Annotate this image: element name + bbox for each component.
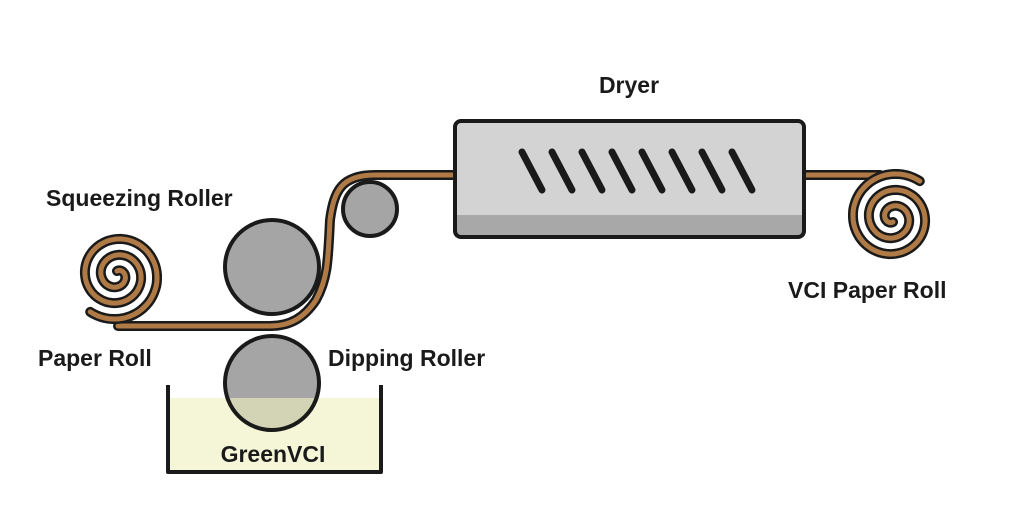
dryer-vents: [518, 148, 756, 194]
dryer-vent-slash: [668, 148, 696, 194]
dryer-vent-slash: [728, 148, 756, 194]
dryer-vent-slash: [608, 148, 636, 194]
dryer: [453, 119, 806, 239]
dip-tank: [166, 385, 383, 474]
green-vci-liquid: [168, 398, 381, 472]
squeezing-roller: [223, 218, 321, 316]
dryer-vent-slash: [638, 148, 666, 194]
paper-roll-spiral-fill: [82, 236, 160, 322]
dryer-vent-slash: [698, 148, 726, 194]
paper-strip-fill: [115, 172, 458, 329]
vci-paper-roll-spiral: [848, 169, 931, 260]
dipping-roller-label: Dipping Roller: [328, 345, 485, 371]
dryer-bottom-band: [455, 215, 804, 237]
paper-roll-label: Paper Roll: [38, 345, 152, 371]
dryer-vent-slash: [548, 148, 576, 194]
squeezing-roller-label: Squeezing Roller: [46, 185, 233, 211]
vci-paper-roll-label: VCI Paper Roll: [788, 277, 946, 303]
dryer-vent-slash: [518, 148, 546, 194]
vci-paper-roll-spiral-fill: [850, 171, 928, 257]
guide-roller: [341, 180, 399, 238]
dryer-vent-slash: [578, 148, 606, 194]
paper-strip: [113, 170, 885, 331]
dipping-roller-submerged-outline: [225, 398, 319, 432]
dryer-outline: [453, 119, 806, 239]
green-vci-label: GreenVCI: [221, 441, 326, 467]
dryer-label: Dryer: [599, 72, 659, 98]
paper-roll-spiral: [79, 233, 162, 324]
